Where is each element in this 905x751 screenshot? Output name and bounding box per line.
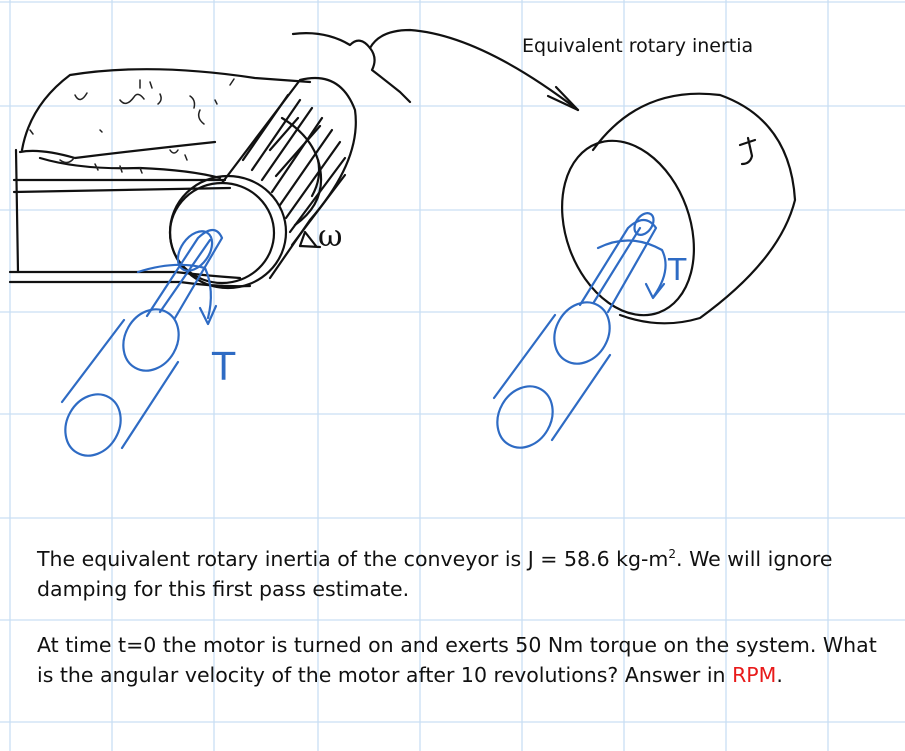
- p2-text-a: At time t=0 the motor is turned on and e…: [37, 633, 877, 687]
- problem-statement-1: The equivalent rotary inertia of the con…: [37, 544, 887, 604]
- problem-statement-2: At time t=0 the motor is turned on and e…: [37, 630, 887, 690]
- rpm-highlight: RPM: [732, 663, 777, 687]
- equivalent-inertia-label: Equivalent rotary inertia: [522, 35, 754, 57]
- p1-text-a: The equivalent rotary inertia of the con…: [37, 547, 669, 571]
- omega-arrow: [280, 116, 323, 249]
- torque-label-right: T: [667, 253, 687, 288]
- equivalence-arrow: [291, 28, 580, 112]
- inertia-disk: [561, 92, 797, 325]
- omega-label: ω: [318, 219, 342, 254]
- torque-label-left: T: [211, 345, 236, 389]
- material-texture: [29, 78, 235, 174]
- p2-text-b: .: [776, 663, 783, 687]
- right-motor: [492, 212, 667, 449]
- p1-superscript: 2: [668, 547, 677, 561]
- p1-text-b: . We will ignore damping for this first …: [37, 547, 833, 601]
- left-motor: [60, 228, 224, 457]
